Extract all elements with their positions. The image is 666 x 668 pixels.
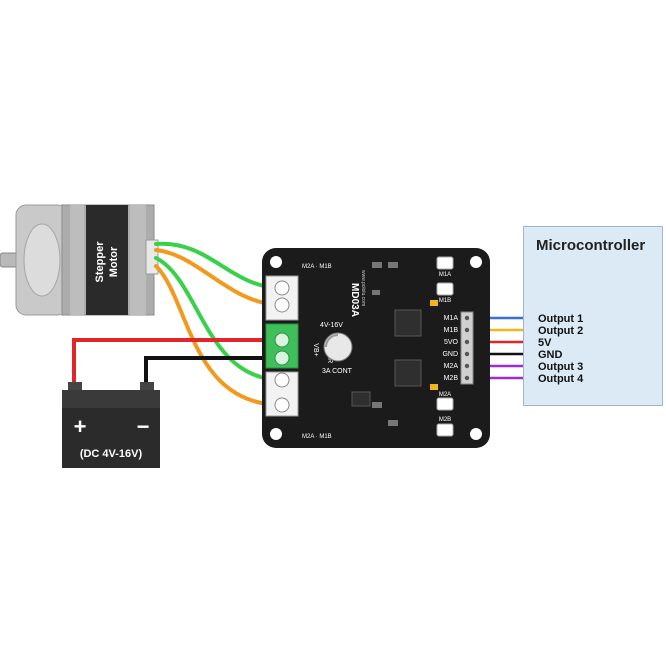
battery-body xyxy=(62,408,160,468)
microcontroller-title: Microcontroller xyxy=(536,237,646,254)
motor-back-ring xyxy=(130,205,146,315)
motor-label-1: Stepper xyxy=(94,241,106,283)
silk-voltage: 4V-16V xyxy=(320,322,343,329)
motor-ring xyxy=(70,205,84,315)
battery-plus-post xyxy=(68,382,82,392)
stepper-motor: Stepper Motor xyxy=(0,204,159,316)
pin-label-gnd: GND xyxy=(442,351,458,358)
silk-bottom-label: M2A · M1B xyxy=(302,434,332,440)
wire-power-black xyxy=(144,356,284,390)
button-m1a xyxy=(436,256,454,270)
capacitor-mark xyxy=(325,334,339,348)
silk-vb-plus: VB+ xyxy=(312,343,319,356)
pin-label-m1b: M1B xyxy=(444,327,459,334)
battery-plus-sign: + xyxy=(74,414,87,439)
wire-motor-green-2 xyxy=(154,256,284,382)
mcu-pin-output-4: Output 4 xyxy=(538,373,584,385)
mount-hole-br xyxy=(470,428,482,440)
mcu-pin-output-3: Output 3 xyxy=(538,361,584,373)
silk-current: 3A CONT xyxy=(322,368,353,375)
terminal-screw-2 xyxy=(274,297,290,313)
button-m2a xyxy=(436,397,454,411)
silk-top-label: M2A · M1B xyxy=(302,264,332,270)
smd-1 xyxy=(372,262,382,268)
button-m1a-label: M1A xyxy=(439,272,451,278)
terminal-screw-3 xyxy=(274,372,290,388)
button-m1b-label: M1B xyxy=(439,298,451,304)
terminal-screw-1 xyxy=(274,280,290,296)
battery-minus-sign: − xyxy=(137,414,150,439)
battery-minus-post xyxy=(140,382,154,392)
mount-hole-bl xyxy=(270,428,282,440)
mcu-pin-5v: 5V xyxy=(538,337,552,349)
terminal-screw-vb xyxy=(274,350,290,366)
terminal-screw-vb-plus xyxy=(274,332,290,348)
mount-hole-tr xyxy=(470,256,482,268)
driver-chip-2 xyxy=(394,359,422,387)
mcu-pin-output-1: Output 1 xyxy=(538,313,584,325)
mcu-pin-gnd: GND xyxy=(538,349,563,361)
terminal-screw-4 xyxy=(274,397,290,413)
pin-label-5vo: 5VO xyxy=(444,339,459,346)
battery-top xyxy=(62,390,160,410)
pin-header xyxy=(460,311,474,385)
led-2 xyxy=(430,384,438,390)
button-m2a-label: M2A xyxy=(439,392,451,398)
board-pcb xyxy=(262,248,490,448)
motor-boss xyxy=(23,223,61,297)
smd-3 xyxy=(372,290,380,295)
pin-1 xyxy=(464,315,470,321)
silk-url: www.pololu.com xyxy=(360,270,366,306)
battery-voltage-label: (DC 4V-16V) xyxy=(80,448,143,460)
pin-label-m2a: M2A xyxy=(444,363,459,370)
microcontroller-box: Microcontroller Output 1 Output 2 5V GND… xyxy=(523,226,663,406)
motor-driver-board: M2A · M1B M2A · M1B VB+ POWER 4V-16V 3A … xyxy=(262,248,490,448)
wire-motor-orange-2 xyxy=(154,264,284,407)
smd-2 xyxy=(388,262,398,268)
pin-6 xyxy=(464,375,470,381)
capacitor xyxy=(323,332,353,362)
button-m2b xyxy=(436,423,454,437)
motor-label-band xyxy=(86,205,128,315)
pin-label-m2b: M2B xyxy=(444,375,459,382)
smd-5 xyxy=(388,420,398,426)
pin-5 xyxy=(464,363,470,369)
smd-4 xyxy=(372,402,382,408)
wire-power-red xyxy=(72,338,284,390)
pin-label-m1a: M1A xyxy=(444,315,459,322)
pin-3 xyxy=(464,339,470,345)
button-m2b-label: M2B xyxy=(439,417,451,423)
mcu-pin-output-2: Output 2 xyxy=(538,325,584,337)
silk-board-name: MD03A xyxy=(349,283,360,317)
motor-label-2: Motor xyxy=(108,246,120,277)
button-m1b xyxy=(436,282,454,296)
battery: + − (DC 4V-16V) xyxy=(62,382,160,468)
mount-hole-tl xyxy=(270,256,282,268)
pin-2 xyxy=(464,327,470,333)
driver-chip-1 xyxy=(394,309,422,337)
smd-6 xyxy=(351,391,371,407)
led-1 xyxy=(430,300,438,306)
pin-4 xyxy=(464,351,470,357)
